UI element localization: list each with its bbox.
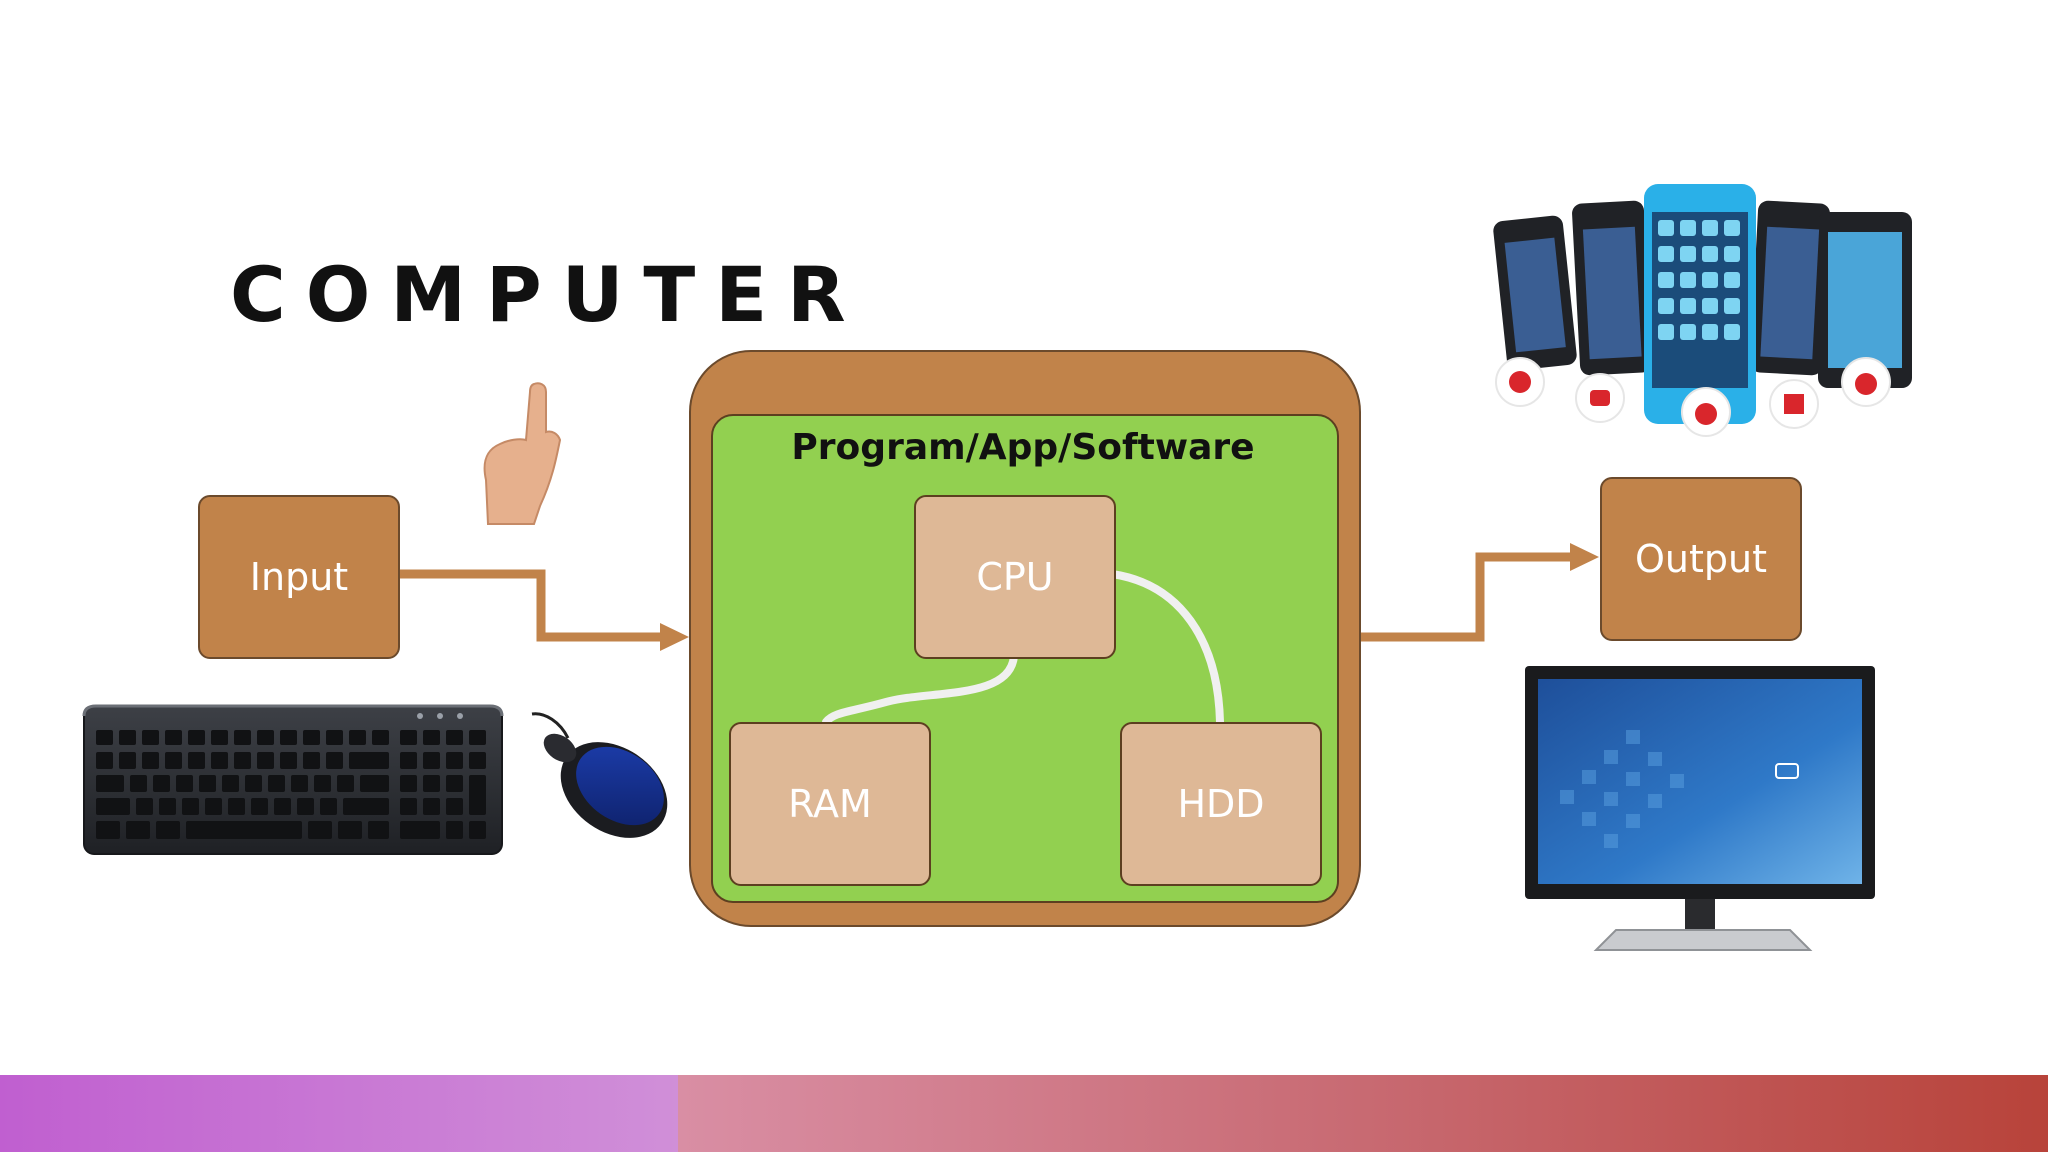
output-label: Output — [1635, 537, 1767, 581]
footer-bar-right — [678, 1075, 2048, 1152]
input-arrow — [396, 569, 689, 651]
output-box: Output — [1600, 477, 1802, 641]
program-title: Program/App/Software — [791, 427, 1255, 468]
pointing-hand-icon — [483, 382, 562, 525]
smartphones-icon — [1493, 184, 1912, 437]
mouse-icon — [531, 712, 668, 838]
monitor-icon — [1525, 666, 1875, 951]
cpu-box: CPU — [914, 495, 1116, 659]
hdd-label: HDD — [1177, 782, 1265, 826]
output-arrow — [1357, 543, 1599, 642]
footer-bar-left — [0, 1075, 678, 1152]
ram-box: RAM — [729, 722, 931, 886]
keyboard-icon — [82, 704, 504, 855]
input-box: Input — [198, 495, 400, 659]
input-label: Input — [249, 555, 349, 599]
diagram-title: COMPUTER — [230, 250, 866, 339]
cpu-label: CPU — [976, 555, 1054, 599]
hdd-box: HDD — [1120, 722, 1322, 886]
ram-label: RAM — [788, 782, 872, 826]
